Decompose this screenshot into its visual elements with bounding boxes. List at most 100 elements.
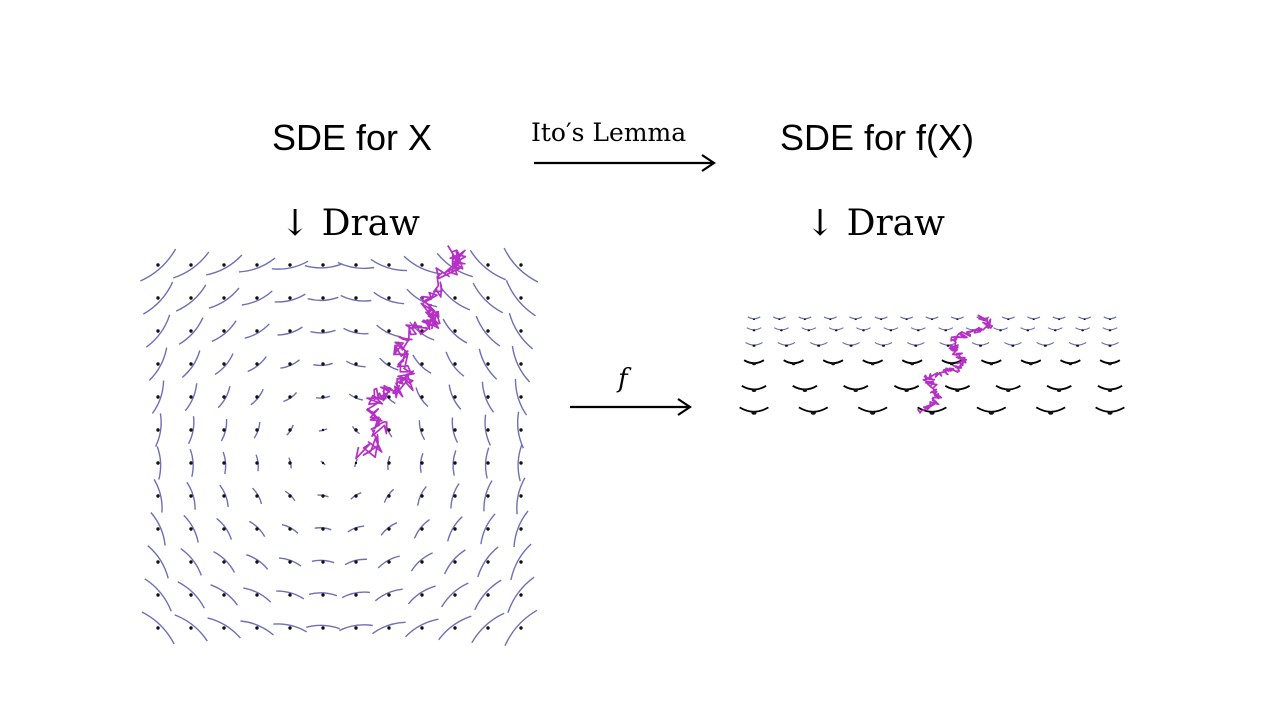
left-grid-point	[222, 362, 226, 366]
right-vector-field-plot	[739, 314, 1125, 415]
left-ellipse-arc	[516, 477, 526, 515]
left-grid-point	[288, 296, 292, 300]
left-grid-point	[486, 428, 490, 432]
left-ellipse-arc	[186, 481, 196, 510]
right-grid-point	[752, 329, 756, 332]
left-grid-point	[288, 395, 292, 399]
left-grid-point	[519, 461, 523, 465]
left-grid-point	[354, 560, 358, 564]
left-grid-point	[354, 494, 358, 498]
left-grid-point	[222, 593, 226, 597]
left-ellipse-arc	[276, 590, 305, 600]
left-grid-point	[486, 560, 490, 564]
left-ellipse-arc	[483, 480, 493, 512]
right-grid-point	[1076, 344, 1080, 347]
left-grid-point	[189, 527, 193, 531]
left-ellipse-arc	[172, 251, 210, 279]
left-ellipse-arc	[481, 381, 495, 413]
left-grid-point	[321, 395, 325, 399]
left-ellipse-arc	[175, 284, 207, 312]
right-grid-point	[1107, 411, 1113, 415]
left-grid-point	[288, 593, 292, 597]
left-grid-point	[453, 329, 457, 333]
right-grid-point	[944, 329, 947, 332]
left-grid-point	[453, 362, 457, 366]
left-grid-point	[387, 296, 391, 300]
left-ellipse-arc	[406, 288, 438, 308]
right-grid-point	[917, 329, 920, 332]
left-grid-point	[156, 494, 160, 498]
left-grid-point	[189, 428, 193, 432]
left-grid-point	[387, 527, 391, 531]
left-ellipse-arc	[504, 609, 538, 646]
right-grid-point	[1081, 329, 1084, 332]
left-ellipse-arc	[141, 611, 175, 645]
left-grid-point	[255, 296, 259, 300]
right-grid-point	[817, 344, 821, 347]
left-grid-point	[255, 494, 259, 498]
left-ellipse-arc	[337, 261, 375, 270]
left-grid-point	[354, 362, 358, 366]
left-ellipse-arc	[240, 620, 274, 636]
left-ellipse-arc	[413, 519, 430, 539]
left-grid-point	[156, 263, 160, 267]
left-grid-point	[519, 362, 523, 366]
left-ellipse-arc	[274, 293, 306, 303]
left-ellipse-arc	[507, 576, 535, 614]
right-grid-point	[810, 411, 816, 415]
left-grid-point	[354, 626, 358, 630]
right-grid-point	[862, 329, 865, 332]
left-ellipse-arc	[181, 350, 201, 379]
left-ellipse-arc	[514, 378, 528, 416]
left-grid-point	[519, 593, 523, 597]
left-ellipse-arc	[474, 579, 502, 611]
left-ellipse-arc	[277, 326, 303, 336]
left-ellipse-arc	[183, 514, 199, 543]
left-grid-point	[519, 494, 523, 498]
right-grid-point	[1026, 329, 1030, 332]
left-grid-point	[486, 296, 490, 300]
left-ellipse-arc	[511, 345, 531, 383]
left-vector-field-plot	[140, 245, 539, 646]
left-ellipse-arc	[306, 624, 340, 630]
left-grid-point	[321, 296, 325, 300]
right-grid-point	[834, 329, 838, 332]
left-grid-point	[453, 461, 457, 465]
left-grid-point	[420, 395, 424, 399]
left-ellipse-arc	[187, 416, 195, 445]
left-ellipse-arc	[450, 483, 460, 509]
right-grid-point	[979, 344, 982, 347]
left-grid-point	[354, 593, 358, 597]
right-grid-point	[1108, 329, 1112, 332]
right-brownian-path	[916, 314, 994, 414]
sde-fx-title: SDE for f(X)	[780, 117, 975, 158]
left-grid-point	[387, 329, 391, 333]
right-grid-point	[1108, 318, 1112, 321]
left-grid-point	[255, 626, 259, 630]
right-grid-point	[880, 318, 883, 321]
left-ellipse-arc	[374, 588, 403, 602]
left-ellipse-arc	[377, 555, 400, 569]
left-grid-point	[156, 329, 160, 333]
left-ellipse-arc	[338, 624, 373, 632]
left-ellipse-arc	[508, 312, 534, 350]
left-grid-point	[222, 395, 226, 399]
left-grid-point	[420, 461, 424, 465]
left-grid-point	[387, 560, 391, 564]
left-ellipse-arc	[310, 329, 336, 334]
right-grid-point	[870, 362, 875, 366]
left-ellipse-arc	[156, 446, 162, 480]
left-ellipse-arc	[505, 279, 536, 317]
left-ellipse-arc	[205, 254, 243, 276]
left-ellipse-arc	[213, 550, 236, 573]
left-grid-point	[519, 263, 523, 267]
right-grid-point	[1011, 344, 1015, 347]
left-ellipse-arc	[247, 356, 267, 373]
right-grid-point	[905, 318, 908, 321]
left-grid-point	[453, 428, 457, 432]
left-ellipse-arc	[451, 417, 459, 443]
left-grid-point	[321, 593, 325, 597]
right-grid-point	[803, 318, 806, 321]
left-grid-point	[321, 329, 325, 333]
left-grid-point	[420, 362, 424, 366]
